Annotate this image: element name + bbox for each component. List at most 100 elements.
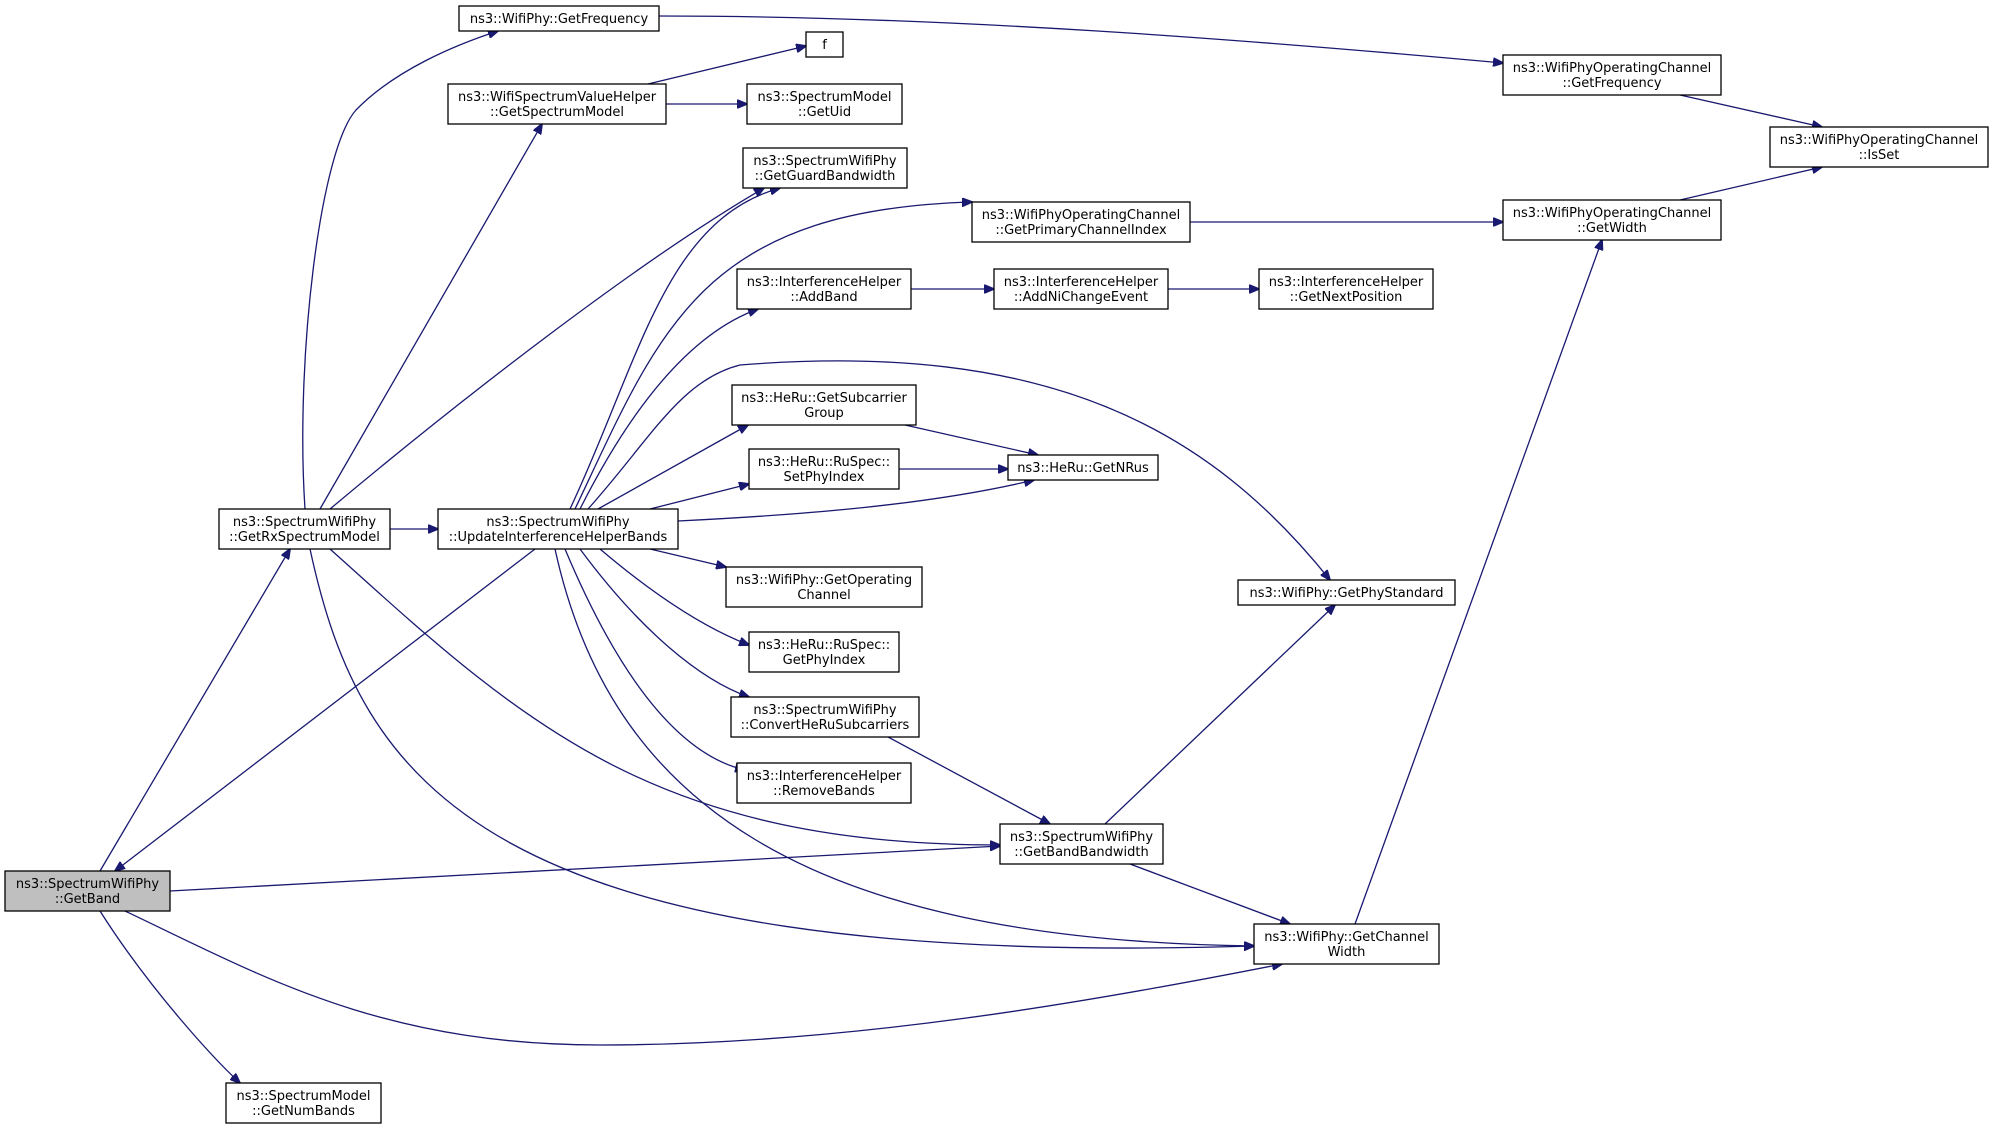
node-label: ::UpdateInterferenceHelperBands xyxy=(449,530,668,545)
edge-getband-to-getnumbands xyxy=(99,910,240,1083)
edge-updateinterference-to-getsubcarriergroup xyxy=(597,425,748,510)
node-getband[interactable]: ns3::SpectrumWifiPhy::GetBand xyxy=(4,870,171,912)
node-label: ns3::WifiPhyOperatingChannel xyxy=(1513,206,1712,221)
node-label: ns3::SpectrumModel xyxy=(236,1089,370,1104)
edge-updateinterference-to-getband xyxy=(115,548,536,871)
node-getrxspectrummodel[interactable]: ns3::SpectrumWifiPhy::GetRxSpectrumModel xyxy=(218,508,391,550)
edge-updateinterference-to-convertheru xyxy=(579,548,749,697)
node-label: ns3::WifiPhyOperatingChannel xyxy=(1513,61,1712,76)
node-convertheru[interactable]: ns3::SpectrumWifiPhy::ConvertHeRuSubcarr… xyxy=(730,696,920,738)
node-label: ::GetRxSpectrumModel xyxy=(229,530,380,545)
edge-getsubcarriergroup-to-getnrus xyxy=(904,424,1038,455)
edge-getband-to-getbandbandwidth xyxy=(169,846,1000,892)
node-label: ::IsSet xyxy=(1859,148,1900,163)
edge-updateinterference-to-addband xyxy=(579,309,758,510)
edge-getrxspectrummodel-to-getguardbandwidth xyxy=(329,188,764,510)
node-label: Group xyxy=(804,406,844,421)
edge-opfrequency-to-isset xyxy=(1679,94,1822,127)
edge-convertheru-to-getbandbandwidth xyxy=(887,736,1050,824)
node-label: ns3::HeRu::GetSubcarrier xyxy=(741,391,907,406)
edge-getchannelwidth-to-opwidth xyxy=(1354,240,1602,925)
node-getphyindex[interactable]: ns3::HeRu::RuSpec::GetPhyIndex xyxy=(748,631,900,673)
node-label: ns3::InterferenceHelper xyxy=(747,769,902,784)
node-label: ns3::SpectrumWifiPhy xyxy=(233,515,376,530)
edge-getrxspectrummodel-to-getchannelwidth xyxy=(309,548,1254,948)
edge-updateinterference-to-getchannelwidth xyxy=(554,548,1254,946)
node-updateinterference[interactable]: ns3::SpectrumWifiPhy::UpdateInterference… xyxy=(437,508,679,550)
node-getnumbands[interactable]: ns3::SpectrumModel::GetNumBands xyxy=(225,1082,382,1124)
edge-updateinterference-to-setphyindex xyxy=(649,484,749,510)
node-label: ::GetNumBands xyxy=(252,1104,355,1119)
node-opwidth[interactable]: ns3::WifiPhyOperatingChannel::GetWidth xyxy=(1502,199,1722,241)
node-label: ns3::InterferenceHelper xyxy=(1004,275,1159,290)
node-getnrus[interactable]: ns3::HeRu::GetNRus xyxy=(1007,454,1159,481)
edge-getbandbandwidth-to-getchannelwidth xyxy=(1129,863,1290,924)
node-label: ::GetPrimaryChannelIndex xyxy=(995,223,1167,238)
node-label: SetPhyIndex xyxy=(784,470,865,485)
node-label: ns3::HeRu::RuSpec:: xyxy=(758,638,890,653)
node-addband[interactable]: ns3::InterferenceHelper::AddBand xyxy=(736,268,912,310)
node-label: ns3::SpectrumWifiPhy xyxy=(486,515,629,530)
edge-updateinterference-to-getprimarychannelindex xyxy=(574,202,972,510)
node-label: ::AddBand xyxy=(790,290,857,305)
node-label: ::RemoveBands xyxy=(773,784,875,799)
node-label: ns3::WifiPhyOperatingChannel xyxy=(1780,133,1979,148)
node-getfrequency[interactable]: ns3::WifiPhy::GetFrequency xyxy=(458,5,660,32)
node-label: ::GetWidth xyxy=(1577,221,1647,236)
node-addnichangeevent[interactable]: ns3::InterferenceHelper::AddNiChangeEven… xyxy=(993,268,1169,310)
edge-getspectrummodel-to-f xyxy=(647,46,806,85)
node-label: ns3::WifiPhy::GetChannel xyxy=(1264,930,1429,945)
node-label: ::GetNextPosition xyxy=(1290,290,1403,305)
node-label: ::GetSpectrumModel xyxy=(490,105,624,120)
edge-getbandbandwidth-to-getphystandard xyxy=(1104,605,1335,825)
node-removebands[interactable]: ns3::InterferenceHelper::RemoveBands xyxy=(736,762,912,804)
node-getspectrummodel[interactable]: ns3::WifiSpectrumValueHelper::GetSpectru… xyxy=(447,83,667,125)
node-label: ::GetFrequency xyxy=(1562,76,1661,91)
edge-updateinterference-to-getguardbandwidth xyxy=(569,188,780,510)
node-label: ns3::HeRu::RuSpec:: xyxy=(758,455,890,470)
node-f[interactable]: f xyxy=(805,31,844,58)
edge-getband-to-getchannelwidth xyxy=(124,910,1282,1046)
node-label: Width xyxy=(1328,945,1366,960)
node-label: ::GetBandBandwidth xyxy=(1014,845,1149,860)
node-getnextposition[interactable]: ns3::InterferenceHelper::GetNextPosition xyxy=(1258,268,1434,310)
edge-updateinterference-to-getnrus xyxy=(677,480,1034,522)
node-label: ns3::WifiPhy::GetPhyStandard xyxy=(1249,586,1443,601)
node-label: ::GetGuardBandwidth xyxy=(755,169,896,184)
node-getprimarychannelindex[interactable]: ns3::WifiPhyOperatingChannel::GetPrimary… xyxy=(971,201,1191,243)
edge-getrxspectrummodel-to-getfrequency xyxy=(302,31,498,510)
node-label: ns3::HeRu::GetNRus xyxy=(1017,461,1149,476)
node-label: ns3::WifiPhy::GetOperating xyxy=(736,573,912,588)
node-label: ns3::SpectrumWifiPhy xyxy=(16,877,159,892)
node-opfrequency[interactable]: ns3::WifiPhyOperatingChannel::GetFrequen… xyxy=(1502,54,1722,96)
node-getuid[interactable]: ns3::SpectrumModel::GetUid xyxy=(746,83,903,125)
edge-updateinterference-to-getoperatingchannel xyxy=(649,548,726,567)
node-label: ns3::InterferenceHelper xyxy=(747,275,902,290)
node-setphyindex[interactable]: ns3::HeRu::RuSpec::SetPhyIndex xyxy=(748,448,900,490)
node-getguardbandwidth[interactable]: ns3::SpectrumWifiPhy::GetGuardBandwidth xyxy=(742,147,908,189)
node-label: f xyxy=(822,38,827,53)
node-label: ns3::SpectrumWifiPhy xyxy=(1010,830,1153,845)
edge-getfrequency-to-opfrequency xyxy=(658,15,1503,63)
node-label: ns3::WifiPhy::GetFrequency xyxy=(470,12,649,27)
edge-getband-to-getrxspectrummodel xyxy=(99,549,290,872)
edge-getrxspectrummodel-to-getspectrummodel xyxy=(319,124,542,510)
node-label: ns3::InterferenceHelper xyxy=(1269,275,1424,290)
node-getphystandard[interactable]: ns3::WifiPhy::GetPhyStandard xyxy=(1237,579,1456,606)
node-label: ns3::WifiPhyOperatingChannel xyxy=(982,208,1181,223)
node-label: ::GetUid xyxy=(798,105,851,120)
node-isset[interactable]: ns3::WifiPhyOperatingChannel::IsSet xyxy=(1769,126,1989,168)
node-label: ns3::SpectrumModel xyxy=(757,90,891,105)
node-getbandbandwidth[interactable]: ns3::SpectrumWifiPhy::GetBandBandwidth xyxy=(999,823,1164,865)
edge-updateinterference-to-getphyindex xyxy=(599,548,749,645)
node-label: ::GetBand xyxy=(55,892,120,907)
node-label: ns3::WifiSpectrumValueHelper xyxy=(458,90,657,105)
edge-updateinterference-to-getphystandard xyxy=(587,360,1330,580)
edge-opwidth-to-isset xyxy=(1679,167,1822,201)
node-label: ns3::SpectrumWifiPhy xyxy=(753,154,896,169)
edge-getrxspectrummodel-to-getbandbandwidth xyxy=(329,548,1000,845)
